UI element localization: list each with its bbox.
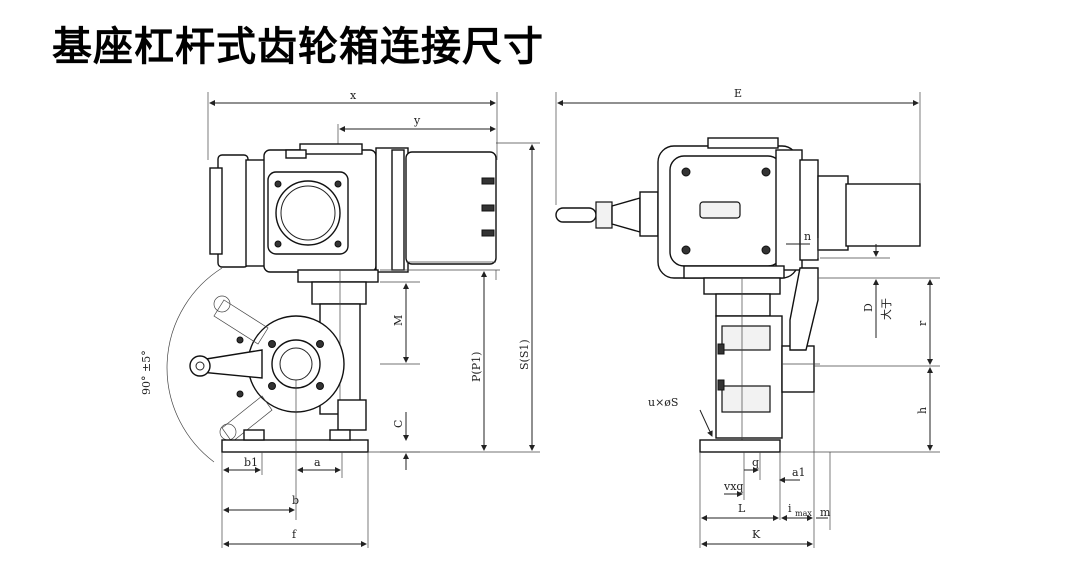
gearbox-left (189, 269, 379, 453)
brand-logo (699, 201, 741, 219)
dimension-x: x (207, 89, 498, 160)
label-q: q (752, 456, 759, 469)
actuator-body-left (209, 143, 497, 273)
label-D-note: 大于 (879, 298, 893, 320)
label-L: L (738, 502, 746, 515)
page-title: 基座杠杆式齿轮箱连接尺寸 (52, 24, 544, 70)
label-i-sub: max (795, 509, 812, 518)
callout-uxS: u×øS (648, 396, 713, 437)
label-C: C (392, 420, 405, 428)
gearbox-right (699, 267, 820, 453)
dimension-M: M (380, 281, 420, 365)
dimension-r: r (814, 279, 940, 367)
label-P: P(P1) (470, 352, 483, 382)
label-M: M (392, 315, 405, 326)
bottom-dims-right: q a1 vxq L i max m K (699, 392, 831, 548)
label-b1: b1 (244, 456, 258, 469)
dimension-E: E (555, 87, 921, 205)
right-view: E (555, 87, 940, 548)
label-uxS: u×øS (648, 396, 678, 409)
label-E: E (734, 87, 742, 100)
left-view: x y (140, 89, 540, 548)
label-D: D (862, 303, 875, 312)
label-m: m (820, 506, 831, 519)
dimension-h: h (780, 367, 940, 453)
label-angle: 90° ±5° (140, 350, 153, 395)
label-b: b (292, 494, 299, 507)
dimension-P: P(P1) (368, 269, 540, 453)
label-y: y (413, 114, 421, 127)
label-r: r (916, 320, 929, 326)
label-a: a (314, 456, 321, 469)
label-h: h (916, 407, 929, 414)
handwheel-shaft (555, 191, 659, 237)
label-a1: a1 (792, 466, 806, 479)
actuator-body-right (657, 137, 921, 279)
dimension-C: C (380, 412, 420, 470)
dimension-S: S(S1) (496, 142, 540, 451)
bottom-dims-left: b1 a b f (221, 380, 369, 548)
dimension-angle: 90° ±5° (140, 267, 223, 463)
dimension-n: n (786, 230, 819, 258)
label-S: S(S1) (518, 339, 531, 370)
label-K: K (752, 528, 761, 541)
label-x: x (350, 89, 357, 102)
label-n: n (804, 230, 811, 243)
label-vxq: vxq (723, 480, 743, 493)
label-f: f (292, 528, 297, 541)
dimension-D: D 大于 (818, 244, 940, 338)
label-i: i (788, 502, 792, 515)
